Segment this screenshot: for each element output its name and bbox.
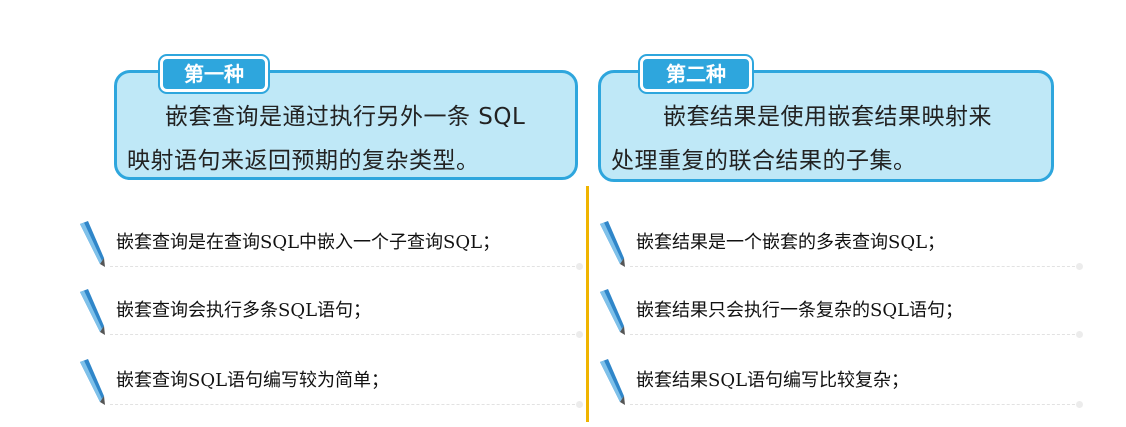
list-item-text: 嵌套查询SQL语句编写较为简单； <box>116 370 390 391</box>
pen-icon <box>600 289 625 335</box>
list-item-text: 嵌套结果只会执行一条复杂的SQL语句； <box>636 300 964 321</box>
list-item-text: 嵌套查询是在查询SQL中嵌入一个子查询SQL； <box>116 232 501 253</box>
list-item-text: 嵌套结果SQL语句编写比较复杂； <box>636 370 910 391</box>
pen-icon <box>80 221 105 267</box>
left-card-line1: 嵌套查询是通过执行另外一条 SQL <box>165 104 526 130</box>
list-item: 嵌套查询会执行多条SQL语句； <box>76 286 583 338</box>
right-card-line1: 嵌套结果是使用嵌套结果映射来 <box>663 104 992 130</box>
left-card-line2: 映射语句来返回预期的复杂类型。 <box>127 148 480 174</box>
right-tag: 第二种 <box>640 56 752 92</box>
dashed-rule <box>110 331 583 338</box>
dashed-rule <box>630 331 1083 338</box>
dashed-rule <box>630 263 1083 270</box>
column-divider <box>586 186 589 422</box>
left-tag: 第一种 <box>160 56 268 92</box>
list-item: 嵌套查询是在查询SQL中嵌入一个子查询SQL； <box>76 218 583 270</box>
dashed-rule <box>110 401 583 408</box>
pen-icon <box>80 289 105 335</box>
list-item: 嵌套结果SQL语句编写比较复杂； <box>596 356 1083 408</box>
pen-icon <box>80 359 105 405</box>
dashed-rule <box>110 263 583 270</box>
list-item: 嵌套结果只会执行一条复杂的SQL语句； <box>596 286 1083 338</box>
right-card: 嵌套结果是使用嵌套结果映射来 处理重复的联合结果的子集。 <box>598 70 1054 182</box>
list-item-text: 嵌套查询会执行多条SQL语句； <box>116 300 372 321</box>
pen-icon <box>600 221 625 267</box>
list-item-text: 嵌套结果是一个嵌套的多表查询SQL； <box>636 232 946 253</box>
right-card-line2: 处理重复的联合结果的子集。 <box>611 148 917 174</box>
left-card: 嵌套查询是通过执行另外一条 SQL 映射语句来返回预期的复杂类型。 <box>114 70 578 180</box>
dashed-rule <box>630 401 1083 408</box>
list-item: 嵌套查询SQL语句编写较为简单； <box>76 356 583 408</box>
list-item: 嵌套结果是一个嵌套的多表查询SQL； <box>596 218 1083 270</box>
pen-icon <box>600 359 625 405</box>
